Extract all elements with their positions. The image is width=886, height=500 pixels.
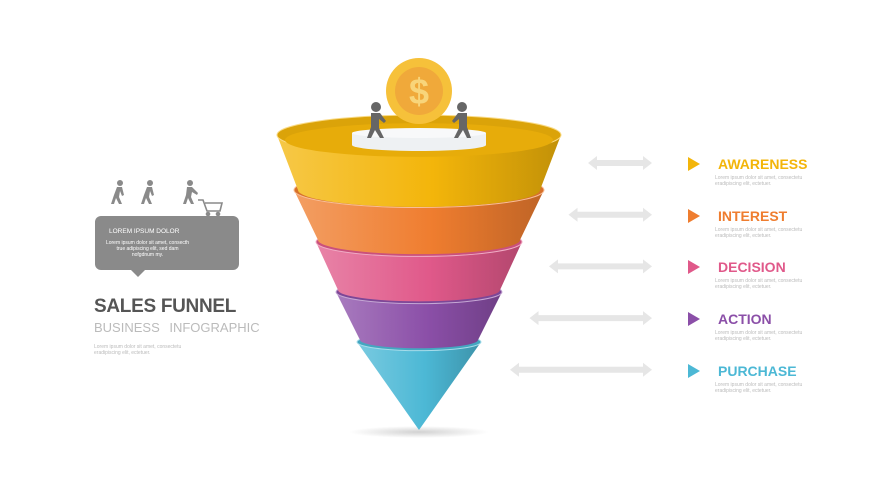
- funnel-layer-awareness: [276, 114, 562, 207]
- stage-label: ACTION: [718, 311, 772, 328]
- stage-description: Lorem ipsum dolor sit amet, consectetu e…: [715, 381, 803, 394]
- triangle-marker-icon: [688, 312, 700, 327]
- page-subtitle: BUSINESS INFOGRAPHIC: [94, 320, 260, 335]
- card-body: Lorem ipsum dolor sit amet, consecth tru…: [105, 240, 190, 258]
- card-title: LOREM IPSUM DOLOR: [109, 228, 180, 235]
- stage-label: AWARENESS: [718, 156, 808, 172]
- person-icon: [452, 102, 471, 138]
- page-title: SALES FUNNEL: [94, 296, 237, 317]
- stage-label: INTEREST: [718, 207, 788, 224]
- stage-description: Lorem ipsum dolor sit amet, consectetu e…: [715, 226, 803, 239]
- dollar-coin-icon: $: [386, 58, 452, 124]
- triangle-marker-icon: [688, 363, 700, 378]
- walking-people-icon: [111, 180, 198, 204]
- platform: [352, 133, 486, 151]
- triangle-marker-icon: [688, 208, 700, 223]
- funnel-shadow: [349, 426, 489, 438]
- stage-label: DECISION: [718, 259, 786, 276]
- triangle-marker-icon: [688, 260, 700, 275]
- person-icon: [367, 102, 386, 138]
- double-arrow-icon: [549, 259, 652, 274]
- stage-description: Lorem ipsum dolor sit amet, consectetu e…: [715, 175, 803, 187]
- stage-description: Lorem ipsum dolor sit amet, consectetu e…: [715, 330, 803, 343]
- svg-text:$: $: [409, 71, 429, 112]
- stage-label: PURCHASE: [718, 362, 797, 379]
- triangle-marker-icon: [688, 157, 700, 171]
- double-arrow-icon: [510, 362, 652, 377]
- double-arrow-icon: [588, 156, 652, 170]
- double-arrow-icon: [568, 207, 652, 222]
- double-arrow-icon: [529, 311, 652, 326]
- left-description: Lorem ipsum dolor sit amet, consectetu e…: [94, 344, 182, 356]
- info-card: LOREM IPSUM DOLOR Lorem ipsum dolor sit …: [95, 216, 239, 277]
- stage-description: Lorem ipsum dolor sit amet, consectetu e…: [715, 278, 803, 291]
- shopping-cart-icon: [198, 199, 224, 217]
